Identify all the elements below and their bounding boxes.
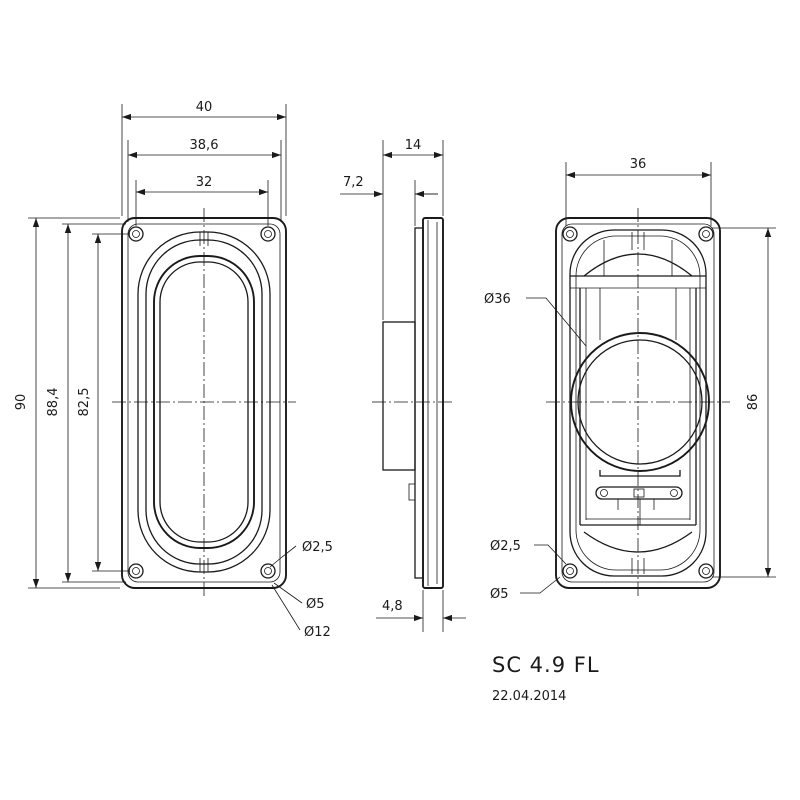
back-mounting-holes <box>562 226 714 579</box>
dim-front-height-outer: 90 <box>14 394 29 411</box>
dim-front-width-holes: 32 <box>196 175 213 190</box>
dim-back-width-holes: 36 <box>630 157 647 172</box>
callout-front-boss: Ø12 <box>304 625 331 640</box>
dim-side-flange: 4,8 <box>382 599 403 614</box>
side-magnet <box>382 321 416 471</box>
dim-back-height-holes: 86 <box>746 394 761 411</box>
side-flange <box>422 217 444 589</box>
dim-front-height-holes: 82,5 <box>77 388 92 417</box>
front-view: 40 38,6 32 90 88,4 82,5 Ø2,5 Ø5 Ø12 <box>14 100 333 640</box>
model-title: SC 4.9 FL <box>492 653 600 677</box>
callout-front-ring: Ø5 <box>306 597 325 612</box>
callout-front-hole: Ø2,5 <box>302 540 333 555</box>
side-view: 14 7,2 4,8 <box>340 138 466 632</box>
callout-back-hole: Ø2,5 <box>490 539 521 554</box>
side-body <box>414 227 424 579</box>
dim-front-width-flange: 38,6 <box>190 138 219 153</box>
dim-side-depth: 14 <box>405 138 422 153</box>
callout-back-ring: Ø5 <box>490 587 509 602</box>
dim-front-height-flange: 88,4 <box>46 388 61 417</box>
dim-front-width-outer: 40 <box>196 100 213 115</box>
back-view: 36 86 Ø36 Ø2,5 Ø5 <box>484 157 776 602</box>
callout-back-magnet: Ø36 <box>484 292 511 307</box>
drawing-date: 22.04.2014 <box>492 689 566 704</box>
title-block: SC 4.9 FL 22.04.2014 <box>492 653 600 704</box>
back-terminal <box>595 486 683 525</box>
dim-side-magnet: 7,2 <box>343 175 364 190</box>
